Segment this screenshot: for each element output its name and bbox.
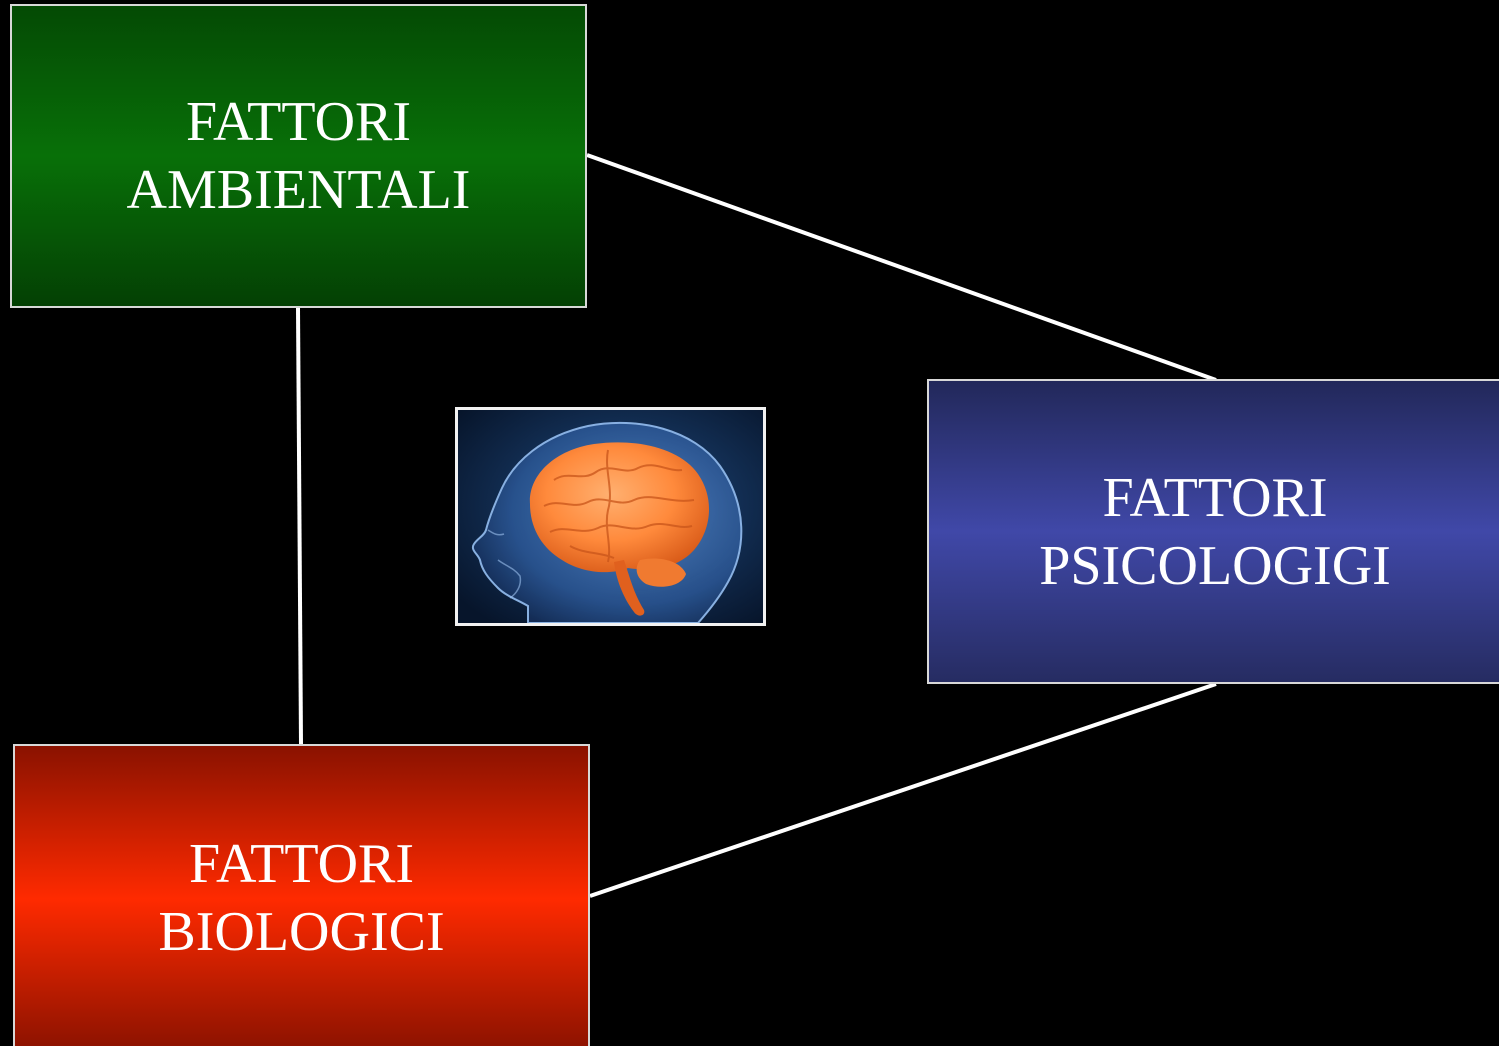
brain-head-icon [458, 410, 763, 623]
node-ambientali-line2: AMBIENTALI [127, 156, 471, 224]
node-biologici-line2: BIOLOGICI [158, 898, 444, 966]
edge-biologici-psicologici [590, 684, 1216, 896]
edge-ambientali-biologici [298, 308, 301, 744]
brain-image [455, 407, 766, 626]
node-ambientali-line1: FATTORI [186, 88, 411, 156]
node-fattori-psicologici: FATTORI PSICOLOGIGI [927, 379, 1499, 684]
edge-ambientali-psicologici [587, 155, 1216, 380]
node-biologici-line1: FATTORI [189, 830, 414, 898]
node-fattori-biologici: FATTORI BIOLOGICI [13, 744, 590, 1046]
node-psicologici-line1: FATTORI [1102, 464, 1327, 532]
node-fattori-ambientali: FATTORI AMBIENTALI [10, 4, 587, 308]
node-psicologici-line2: PSICOLOGIGI [1039, 532, 1391, 600]
